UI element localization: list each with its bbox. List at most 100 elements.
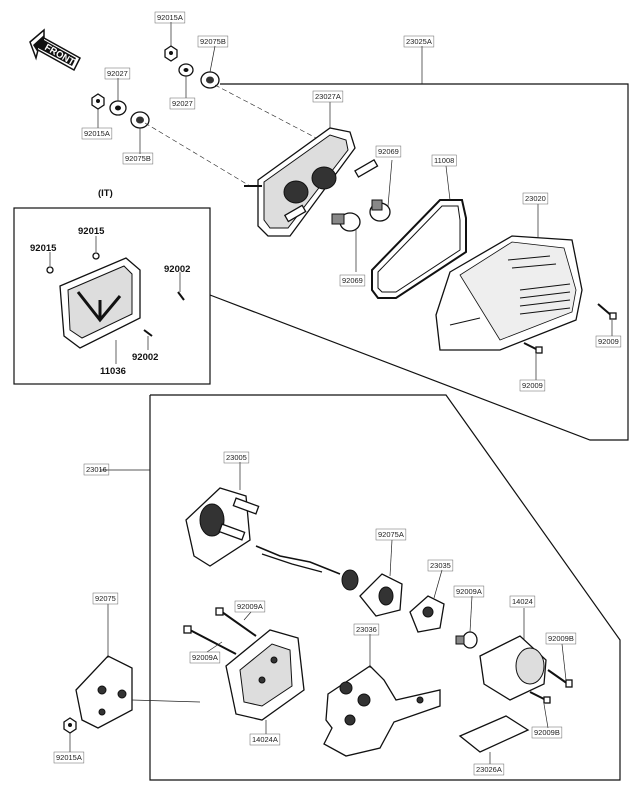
label-box <box>339 274 366 287</box>
label-box <box>122 152 154 165</box>
front-arrow-icon: FRONT <box>29 28 81 72</box>
part-label: 23035 <box>430 561 451 570</box>
part-label: 92009B <box>534 728 560 737</box>
part-label: 92015A <box>84 129 110 138</box>
alignment-line <box>214 84 321 141</box>
part-label: 14024 <box>512 597 533 606</box>
plate-92075 <box>75 655 133 729</box>
grommet-92075A <box>359 573 403 617</box>
part-label: 92015 <box>30 243 57 254</box>
part-labels: 92015A 92075B 23025A 92027 92027 92015A … <box>30 13 619 774</box>
part-label: 92075B <box>200 37 226 46</box>
label-box <box>509 595 536 608</box>
bulb-92069A <box>455 631 478 649</box>
lamp-base-23027A <box>244 127 379 237</box>
screw-92009A-left <box>183 625 237 655</box>
label-box <box>403 35 435 48</box>
part-label: 11036 <box>100 366 126 377</box>
washer-92027-left <box>109 100 127 116</box>
wire-harness <box>255 545 341 575</box>
part-label: 23016 <box>86 465 107 474</box>
socket-23005 <box>185 487 260 567</box>
part-label: 92075A <box>378 530 404 539</box>
screw-92009B-b <box>529 691 551 704</box>
nut-92015A-left <box>91 93 105 110</box>
label-box <box>169 97 196 110</box>
part-label: 92027 <box>172 99 193 108</box>
part-label: 23027A <box>315 92 341 101</box>
bracket-23036 <box>323 665 441 757</box>
part-label: 23020 <box>525 194 546 203</box>
screw-92009-right <box>597 303 617 320</box>
lens-23020 <box>435 235 583 351</box>
part-label: 92075B <box>125 154 151 163</box>
part-label: 23025A <box>406 37 432 46</box>
part-label: 92069 <box>342 276 363 285</box>
part-label: 92069 <box>378 147 399 156</box>
nut-92015A-top <box>164 45 178 62</box>
part-label: 92009 <box>522 381 543 390</box>
alignment-line <box>144 122 251 187</box>
label-box <box>154 11 186 24</box>
part-label: 92002 <box>132 352 158 363</box>
part-label: 92015A <box>157 13 183 22</box>
cover-23026A <box>458 715 530 753</box>
assembly-frame-23025A <box>209 83 629 441</box>
wire-harness <box>261 553 323 573</box>
assembly-frame-23016 <box>149 394 621 781</box>
gasket-11008 <box>371 199 467 299</box>
holder-23035 <box>409 595 445 633</box>
part-label: 92015 <box>78 226 105 237</box>
part-label: 92009A <box>237 602 263 611</box>
part-label: 92009A <box>456 587 482 596</box>
label-box <box>81 127 113 140</box>
label-box <box>427 559 454 572</box>
part-label: 92009B <box>548 634 574 643</box>
part-label: 92002 <box>164 264 190 275</box>
bulb-92069-bottom <box>331 212 361 232</box>
part-label: 92015A <box>56 753 82 762</box>
housing-14024 <box>479 635 547 701</box>
label-box <box>519 379 546 392</box>
label-box <box>595 335 622 348</box>
washer-92027-top <box>178 63 194 77</box>
label-box <box>249 733 281 746</box>
part-label: 92075 <box>95 594 116 603</box>
label-box <box>92 592 119 605</box>
variant-inset-box <box>13 207 211 385</box>
label-box <box>83 463 110 476</box>
variant-label: (IT) <box>98 188 113 199</box>
nut-92015A-bottom <box>63 717 77 734</box>
label-box <box>522 192 549 205</box>
label-box <box>545 632 577 645</box>
leader-lines <box>49 22 613 764</box>
label-box <box>453 585 485 598</box>
leader-line <box>131 699 201 703</box>
bracket-11036 <box>46 252 185 349</box>
label-box <box>353 623 380 636</box>
housing-14024A <box>225 629 305 721</box>
label-box <box>197 35 229 48</box>
label-box <box>53 751 85 764</box>
bulb-92069-top <box>369 199 391 222</box>
part-label: 14024A <box>252 735 278 744</box>
screw-92009B-a <box>547 669 573 688</box>
label-box <box>104 67 131 80</box>
label-box <box>431 154 457 167</box>
label-box <box>375 528 407 541</box>
label-boxes <box>53 11 622 776</box>
part-label: 92027 <box>107 69 128 78</box>
part-label: 11008 <box>434 156 454 165</box>
part-label: 92009A <box>192 653 218 662</box>
screw-92009-bottom <box>523 342 543 354</box>
connector <box>341 569 359 591</box>
label-box <box>223 451 250 464</box>
label-box <box>189 651 221 664</box>
part-label: 23036 <box>356 625 377 634</box>
part-label: 23026A <box>476 765 502 774</box>
screw-92009A-top <box>215 607 257 637</box>
part-label: 23005 <box>226 453 247 462</box>
label-box <box>473 763 505 776</box>
grommet-92075B-top <box>200 71 220 89</box>
